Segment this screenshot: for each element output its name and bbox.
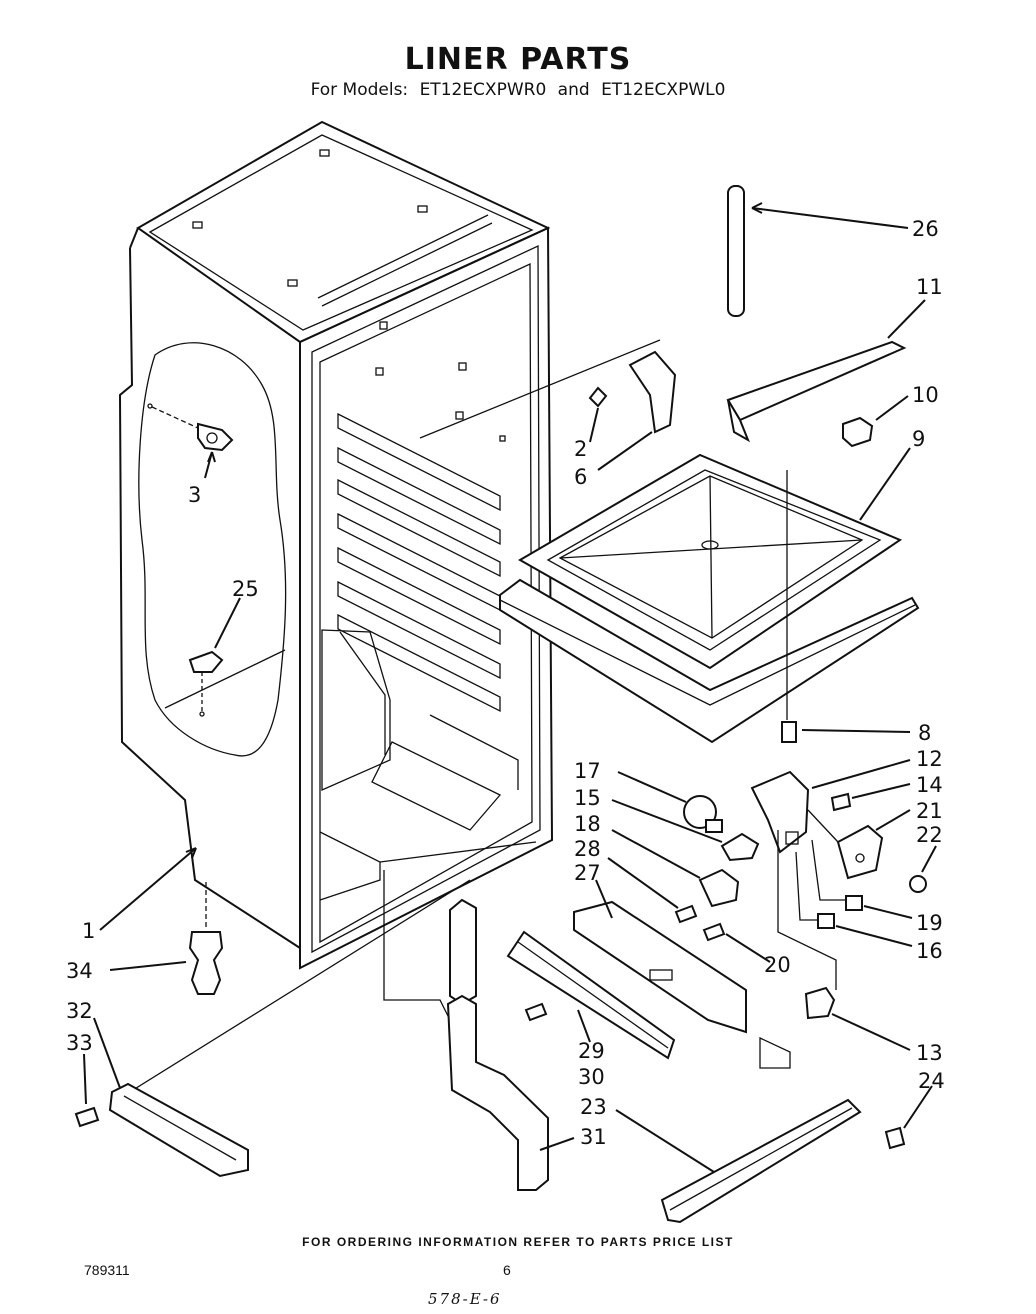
callout-11: 11 [916,275,943,299]
callout-19: 19 [916,911,943,935]
callout-6: 6 [574,465,587,489]
callout-21: 21 [916,799,943,823]
part-26-rod [727,185,745,317]
part-10-clip [842,416,874,448]
part-9-shelf [499,453,920,744]
part-21-switch [836,824,884,880]
callout-23: 23 [580,1095,607,1119]
callout-2: 2 [574,437,587,461]
part-20-screw [702,922,726,942]
part-30-screw [524,1002,548,1022]
callout-33: 33 [66,1031,93,1055]
part-31-channel [446,898,549,1191]
callout-22: 22 [916,823,943,847]
cabinet-liner [118,120,554,970]
models-conjunction: and [557,80,590,100]
part-22-button [909,875,927,893]
part-6-bracket [628,350,677,434]
callout-26: 26 [912,217,939,241]
page-number: 6 [503,1262,511,1278]
part-2-screw [588,386,608,408]
callout-10: 10 [912,383,939,407]
part-25-knob [188,650,224,717]
part-18-shield [698,868,740,908]
callout-27: 27 [574,861,601,885]
callout-18: 18 [574,812,601,836]
document-number: 789311 [84,1262,130,1278]
part-11-strip [726,340,907,443]
callout-15: 15 [574,786,601,810]
part-32-hinge [108,1082,249,1178]
part-17-bulb [683,795,723,833]
callout-32: 32 [66,999,93,1023]
callout-labels: 26 11 10 9 2 6 3 25 8 12 17 14 15 21 18 … [66,217,945,1149]
callout-8: 8 [918,721,931,745]
callout-16: 16 [916,939,943,963]
page-title: LINER PARTS [404,42,632,77]
part-28-screw [674,904,698,924]
callout-9: 9 [912,427,925,451]
models-line: For Models: ET12ECXPWR0 and ET12ECXPWL0 [0,80,1036,100]
models-prefix: For Models: [310,80,409,100]
callout-20: 20 [764,953,791,977]
part-23-rail [660,1098,862,1224]
callout-34: 34 [66,959,93,983]
part-16-plug [817,913,835,929]
callout-13: 13 [916,1041,943,1065]
ordering-note: FOR ORDERING INFORMATION REFER TO PARTS … [302,1235,734,1249]
part-27-trim [573,900,747,1034]
callout-24: 24 [918,1069,945,1093]
part-24-screw [884,1126,906,1150]
callout-29: 29 [578,1039,605,1063]
handwritten-mark: 578-E-6 [428,1290,502,1308]
part-34-leveler [188,882,224,995]
callout-31: 31 [580,1125,607,1149]
callout-3: 3 [188,483,201,507]
callout-25: 25 [232,577,259,601]
model-number-a: ET12ECXPWR0 [419,80,547,100]
callout-1: 1 [82,919,95,943]
callout-12: 12 [916,747,943,771]
callout-14: 14 [916,773,943,797]
part-14-screw [830,792,852,812]
part-13-connector [804,986,836,1020]
part-33-screw [74,1106,100,1128]
callout-30: 30 [578,1065,605,1089]
part-8-screw [781,721,797,743]
model-number-b: ET12ECXPWL0 [601,80,726,100]
part-15-socket [720,832,760,862]
callout-28: 28 [574,837,601,861]
part-3-socket [147,403,234,452]
part-12-housing [750,770,810,854]
part-19-plug [845,895,863,911]
part-29-channel [506,930,676,1060]
callout-17: 17 [574,759,601,783]
